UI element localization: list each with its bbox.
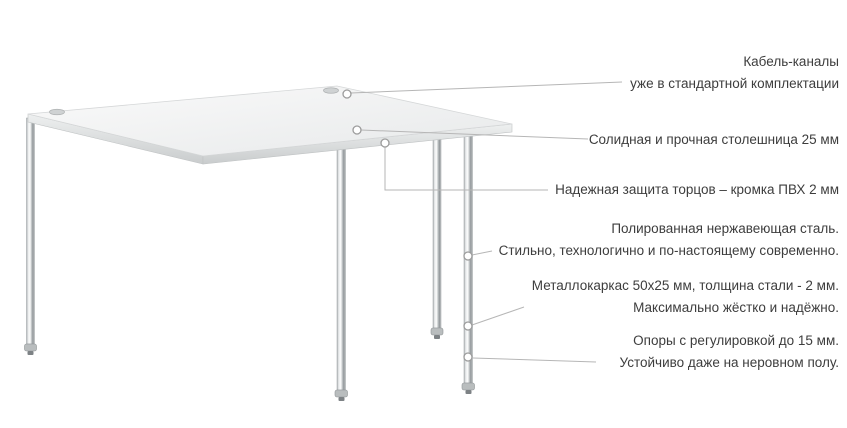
callout-line-stainless-steel	[471, 250, 493, 256]
desk-tabletop	[27, 85, 513, 157]
callout-text-line: Максимально жёстко и надёжно.	[633, 300, 839, 315]
callout-label-edge-pvc: Надежная защита торцов – кромка ПВХ 2 мм	[555, 179, 839, 201]
callout-line-adjustable-feet	[472, 357, 597, 363]
callout-line-metal-frame	[471, 306, 525, 326]
desk-leg-right-back	[430, 135, 444, 339]
callout-label-metal-frame: Металлокаркас 50х25 мм, толщина стали - …	[532, 275, 839, 319]
callout-label-cable-channels: Кабель-каналы уже в стандартной комплект…	[630, 51, 839, 95]
desk	[24, 85, 513, 401]
callout-text-line: Металлокаркас 50х25 мм, толщина стали - …	[531, 278, 839, 293]
callout-dot-cable-channels	[342, 89, 352, 99]
desk-leg-front	[334, 147, 348, 401]
callout-text-line: Солидная и прочная столешница 25 мм	[588, 132, 839, 147]
callout-dot-tabletop	[352, 125, 362, 135]
callout-label-tabletop: Солидная и прочная столешница 25 мм	[589, 129, 839, 151]
callout-text-line: Опоры с регулировкой до 15 мм.	[633, 333, 839, 348]
cable-hole-right	[323, 87, 339, 94]
callout-text-line: Кабель-каналы	[743, 54, 839, 69]
cable-hole-left	[49, 108, 65, 116]
callout-dot-edge-pvc	[380, 138, 390, 148]
callout-dot-metal-frame	[463, 321, 473, 331]
callout-line-cable-channels	[350, 81, 623, 94]
callout-text-line: Стильно, технологично и по-настоящему со…	[498, 243, 839, 258]
callout-line-edge-pvc	[384, 147, 548, 191]
callout-text-line: уже в стандартной комплектации	[630, 76, 839, 91]
callout-dots	[342, 89, 473, 362]
callout-label-stainless-steel: Полированная нержавеющая сталь. Стильно,…	[499, 218, 839, 262]
callout-text-line: Надежная защита торцов – кромка ПВХ 2 мм	[555, 182, 839, 197]
callout-dot-adjustable-feet	[463, 352, 473, 362]
callout-line-tabletop	[360, 129, 589, 140]
callout-dot-stainless-steel	[463, 251, 473, 261]
callout-connectors	[350, 81, 623, 363]
desk-leg-left	[24, 117, 37, 355]
callout-label-adjustable-feet: Опоры с регулировкой до 15 мм. Устойчиво…	[620, 330, 839, 374]
callout-text-line: Устойчиво даже на неровном полу.	[619, 355, 839, 370]
callout-text-line: Полированная нержавеющая сталь.	[611, 221, 839, 236]
